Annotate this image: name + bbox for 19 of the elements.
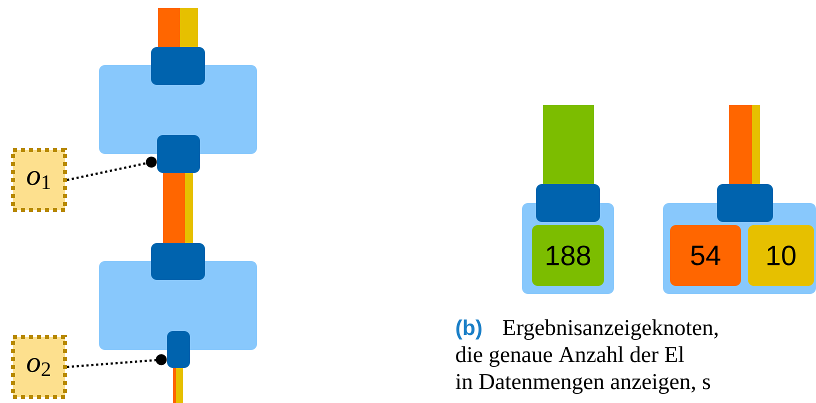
- stream-bar: [158, 8, 198, 47]
- stream-bar: [173, 368, 183, 403]
- count-box: 54: [670, 225, 741, 286]
- stream-bar: [543, 105, 594, 184]
- output-box: o$_{1}$: [11, 148, 67, 212]
- port: [167, 331, 190, 368]
- stream-bar: [163, 173, 193, 243]
- output-box: o$_{2}$: [11, 335, 67, 399]
- count-box: 188: [532, 225, 604, 286]
- port: [157, 135, 200, 173]
- operator-block: [99, 261, 257, 350]
- caption-text: die genaue Anzahl der El: [456, 346, 684, 367]
- caption-text: Ergebnisanzeigeknoten,: [502, 319, 718, 340]
- stream-bar: [729, 105, 760, 184]
- count-box: 10: [748, 225, 814, 286]
- leader-line: [66, 354, 167, 368]
- caption-marker: (b): [456, 320, 482, 340]
- leader-line: [66, 156, 157, 182]
- caption-text: in Datenmengen anzeigen, s: [456, 374, 710, 394]
